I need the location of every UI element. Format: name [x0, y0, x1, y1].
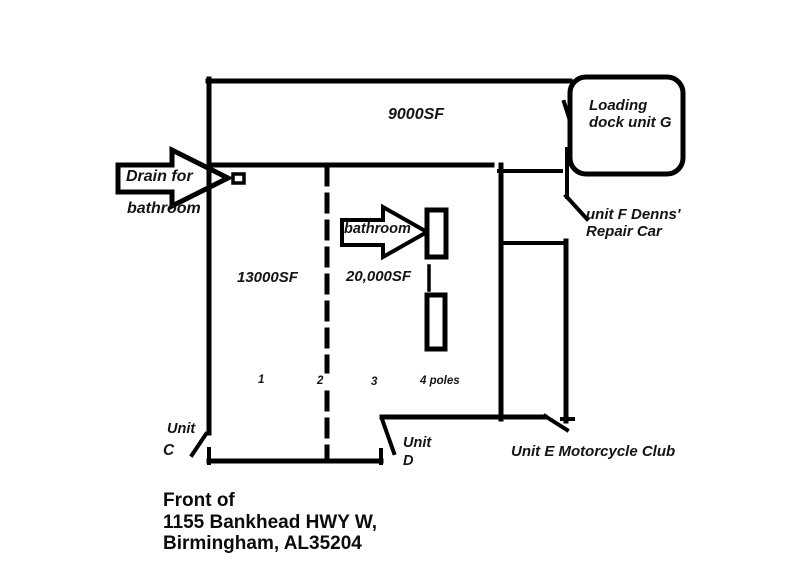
loading-dock-outline [567, 74, 686, 177]
bathroom-arrow-label: bathroom [344, 221, 411, 237]
unit-f-label-line2: Repair Car [586, 222, 662, 240]
poles-note-label: 4 poles [420, 375, 460, 387]
area-label-13000sf: 13000SF [237, 269, 298, 286]
address-line3: Birmingham, AL35204 [163, 533, 362, 554]
drain-label-line2: bathroom [127, 200, 201, 217]
floor-drain-icon [231, 172, 246, 185]
unit-c-door-swing [189, 431, 209, 458]
area-label-9000sf: 9000SF [388, 106, 445, 123]
bathroom-arrow-icon [340, 203, 432, 261]
drain-arrow-icon [115, 145, 234, 211]
pole-rect-1 [424, 207, 449, 260]
loading-dock-label-line1: Loading [589, 97, 648, 114]
unit-c-label-line1: Unit [167, 421, 196, 437]
unit-f-label: unit F Denns' Repair Car [586, 206, 681, 240]
address-caption: Front of 1155 Bankhead HWY W, Birmingham… [163, 490, 377, 555]
column-marker-3: 3 [371, 376, 378, 388]
address-line1: Front of [163, 490, 235, 511]
unit-f-door-swing [563, 193, 590, 222]
column-marker-1: 1 [258, 374, 265, 386]
unit-c-label-line2: C [163, 442, 175, 459]
loading-dock-label-line2: dock unit G [589, 114, 672, 131]
unit-d-label-line1: Unit [403, 435, 432, 451]
column-marker-2: 2 [317, 375, 324, 387]
loading-dock-label: Loading dock unit G [589, 97, 672, 131]
unit-e-door-swing [542, 413, 570, 433]
area-label-20000sf: 20,000SF [346, 268, 412, 285]
drain-label-line1: Drain for [126, 168, 193, 185]
unit-d-label-line2: D [403, 453, 414, 469]
address-line2: 1155 Bankhead HWY W, [163, 511, 378, 533]
unit-e-label: Unit E Motorcycle Club [511, 443, 676, 460]
unit-d-door-swing [379, 416, 397, 456]
pole-rect-2 [424, 292, 448, 352]
unit-f-label-line1: unit F Denns' [586, 206, 681, 223]
